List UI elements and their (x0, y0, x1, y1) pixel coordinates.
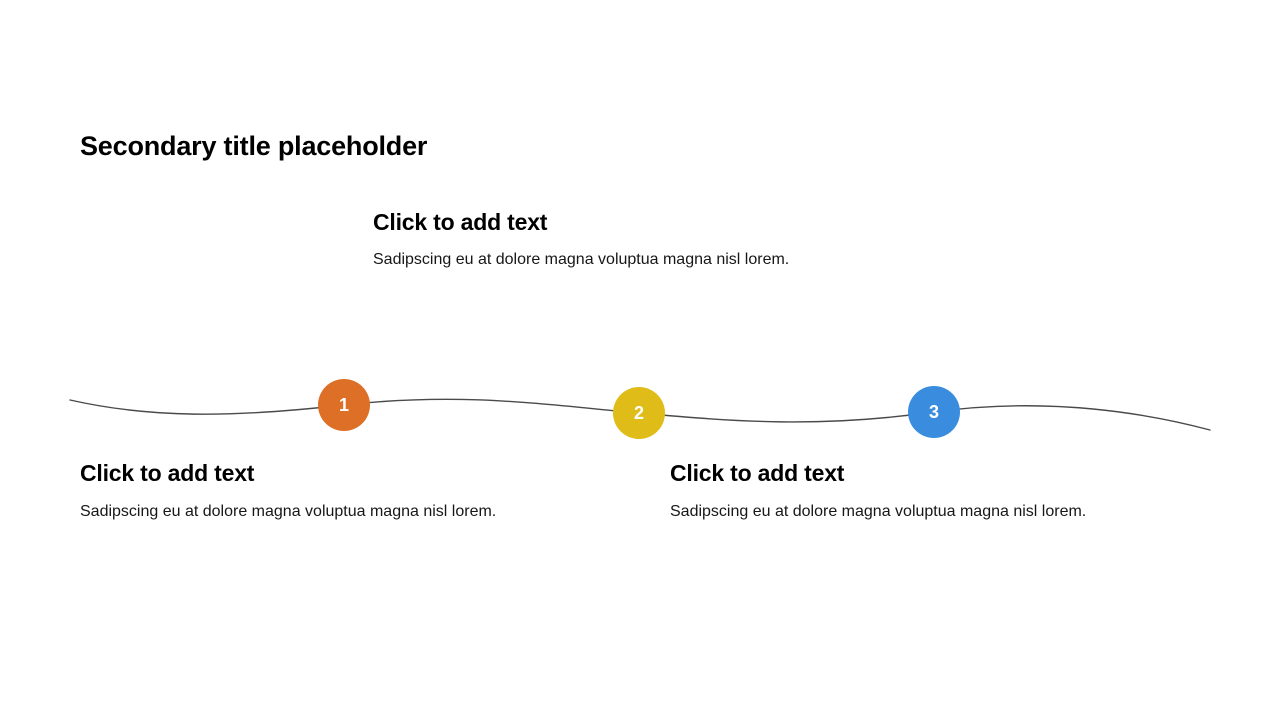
text-block-bottom-right[interactable]: Click to add text Sadipscing eu at dolor… (670, 459, 1086, 523)
timeline-step-number-3: 3 (928, 402, 939, 422)
timeline-step-marker-2[interactable]: 2 (613, 387, 665, 439)
timeline-step-number-1: 1 (338, 395, 349, 415)
text-block-bottom-left[interactable]: Click to add text Sadipscing eu at dolor… (80, 459, 496, 523)
timeline-step-marker-3[interactable]: 3 (908, 386, 960, 438)
timeline-step-number-2: 2 (633, 403, 644, 423)
text-block-bottom-right-body[interactable]: Sadipscing eu at dolore magna voluptua m… (670, 503, 1087, 520)
text-block-top-heading[interactable]: Click to add text (373, 209, 548, 235)
text-block-bottom-left-heading[interactable]: Click to add text (80, 460, 255, 486)
timeline-step-marker-1[interactable]: 1 (318, 379, 370, 431)
text-block-top-body[interactable]: Sadipscing eu at dolore magna voluptua m… (373, 251, 790, 268)
text-block-bottom-right-heading[interactable]: Click to add text (670, 460, 845, 486)
page-title[interactable]: Secondary title placeholder (80, 131, 428, 161)
text-block-top[interactable]: Click to add text Sadipscing eu at dolor… (373, 208, 789, 271)
text-block-bottom-left-body[interactable]: Sadipscing eu at dolore magna voluptua m… (80, 503, 497, 520)
